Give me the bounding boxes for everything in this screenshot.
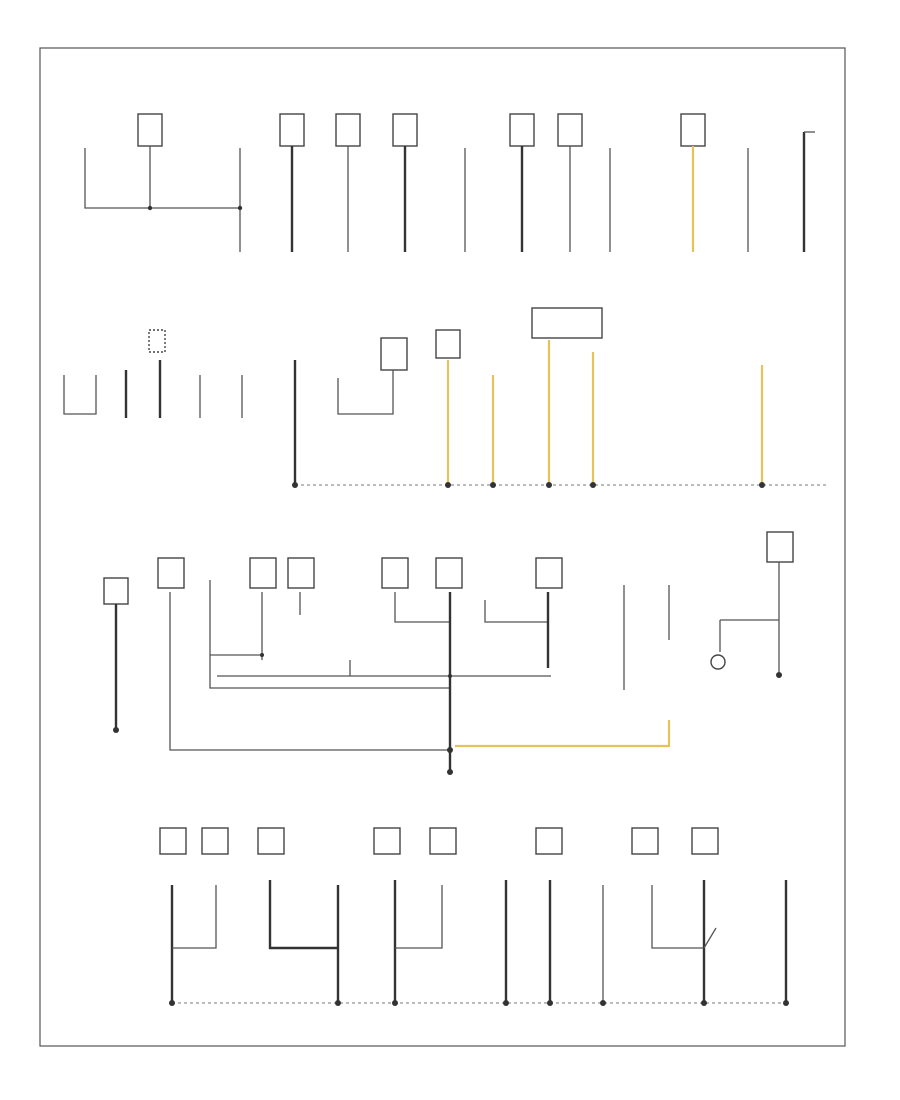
component-box (159, 827, 187, 855)
component-box (157, 557, 185, 589)
row-1-wires (84, 131, 815, 252)
component-box (535, 557, 563, 589)
component-box (380, 337, 408, 371)
ground-point (759, 482, 765, 488)
splice-point (147, 205, 153, 211)
ground-point (546, 482, 552, 488)
splice-point (237, 205, 243, 211)
ground-point (447, 747, 453, 753)
ground-point (783, 1000, 789, 1006)
ground-point (600, 1000, 606, 1006)
ground-point (590, 482, 596, 488)
ground-point (392, 1000, 398, 1006)
ground-point (292, 482, 298, 488)
row-1-components (137, 113, 706, 147)
ground-point (447, 769, 453, 775)
component-box (335, 113, 361, 147)
indicator-lamp-symbol (710, 654, 726, 670)
row-2-ground-bus (292, 482, 828, 488)
component-box (249, 557, 277, 589)
ground-point (169, 1000, 175, 1006)
row-3-wires (114, 562, 780, 770)
row-4-ground-bus (169, 1000, 789, 1006)
row-4-wires (170, 880, 788, 1003)
component-box (373, 827, 401, 855)
splice-point (448, 674, 452, 678)
row-3-components (103, 531, 794, 605)
ground-point (776, 672, 782, 678)
component-box (691, 827, 719, 855)
component-box (531, 307, 603, 339)
component-box (287, 557, 315, 589)
splice-point (260, 653, 264, 657)
component-box (535, 827, 563, 855)
row-2-wires (63, 340, 764, 485)
component-box (631, 827, 659, 855)
ground-point (490, 482, 496, 488)
component-box (392, 113, 418, 147)
component-box (257, 827, 285, 855)
ground-point (445, 482, 451, 488)
ground-point (701, 1000, 707, 1006)
component-box (103, 577, 129, 605)
diagram-frame (39, 47, 846, 1047)
component-box (137, 113, 163, 147)
row-2-components (148, 307, 603, 371)
component-box (201, 827, 229, 855)
ground-point (335, 1000, 341, 1006)
component-box (381, 557, 409, 589)
row-4-components (159, 827, 719, 855)
row-1-splices (147, 205, 243, 211)
ground-point (113, 727, 119, 733)
row-3-extras (113, 653, 782, 775)
component-box (279, 113, 305, 147)
component-box (429, 827, 457, 855)
component-box (435, 329, 461, 359)
component-box (557, 113, 583, 147)
component-box (148, 329, 166, 353)
ground-point (547, 1000, 553, 1006)
component-box (509, 113, 535, 147)
component-box (680, 113, 706, 147)
component-box (766, 531, 794, 563)
ground-point (503, 1000, 509, 1006)
component-box (435, 557, 463, 589)
